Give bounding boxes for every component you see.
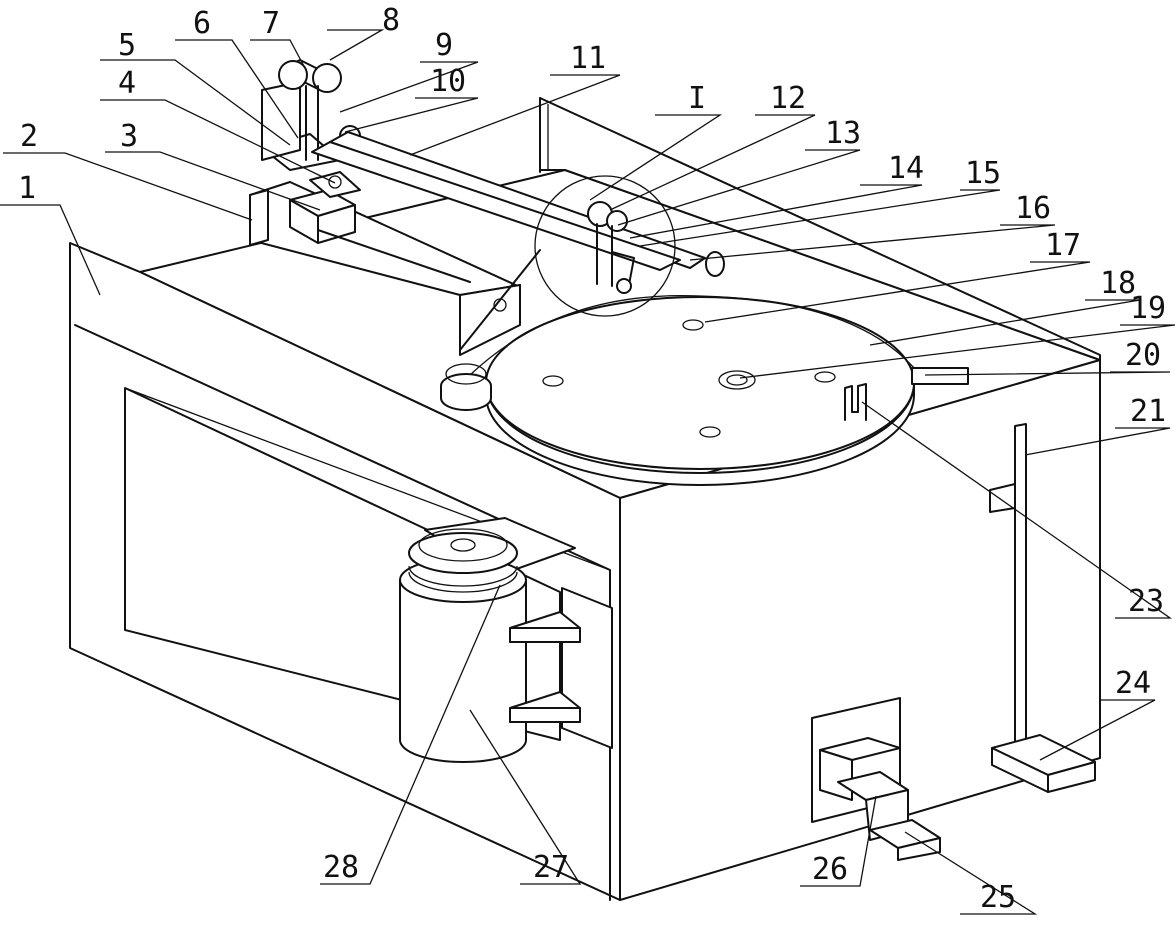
callout-10: 10: [430, 64, 466, 99]
callout-14: 14: [888, 151, 924, 186]
callout-24: 24: [1115, 666, 1151, 701]
callout-11: 11: [570, 41, 606, 76]
inner-bracket: [561, 587, 613, 749]
callout-4: 4: [118, 66, 136, 101]
pulley-28: [408, 532, 518, 574]
callout-20: 20: [1125, 338, 1161, 373]
lever-21: [989, 423, 1096, 793]
center-hub-19: [718, 370, 756, 390]
callout-21: 21: [1130, 394, 1166, 429]
callout-16: 16: [1015, 191, 1051, 226]
callout-17: 17: [1045, 228, 1081, 263]
callout-18: 18: [1100, 266, 1136, 301]
callout-8: 8: [382, 3, 400, 38]
callout-2: 2: [20, 119, 38, 154]
detail-circle-I: [534, 175, 676, 317]
turntable-disc: [485, 296, 915, 470]
leader-lines: [0, 29, 1175, 915]
callout-15: 15: [965, 156, 1001, 191]
callout-25: 25: [980, 880, 1016, 915]
callout-19: 19: [1130, 291, 1166, 326]
callout-26: 26: [812, 852, 848, 887]
callout-23: 23: [1128, 584, 1164, 619]
callout-28: 28: [323, 850, 359, 885]
callout-27: 27: [533, 850, 569, 885]
callout-13: 13: [825, 116, 861, 151]
callout-I: I: [688, 81, 706, 116]
rotary-table: [440, 294, 969, 486]
pedal-assembly: [811, 697, 941, 861]
callout-7: 7: [262, 6, 280, 41]
callout-6: 6: [193, 6, 211, 41]
base-frame: [249, 171, 521, 356]
cabinet-front-panel: [619, 359, 1101, 901]
callout-5: 5: [118, 28, 136, 63]
callout-3: 3: [120, 119, 138, 154]
callout-labels: 1 2 3 4 5 6 7 8 9 10 11 I 12 13 14 15 16…: [18, 3, 1166, 915]
callout-12: 12: [770, 81, 806, 116]
callout-9: 9: [435, 28, 453, 63]
callout-1: 1: [18, 171, 36, 206]
